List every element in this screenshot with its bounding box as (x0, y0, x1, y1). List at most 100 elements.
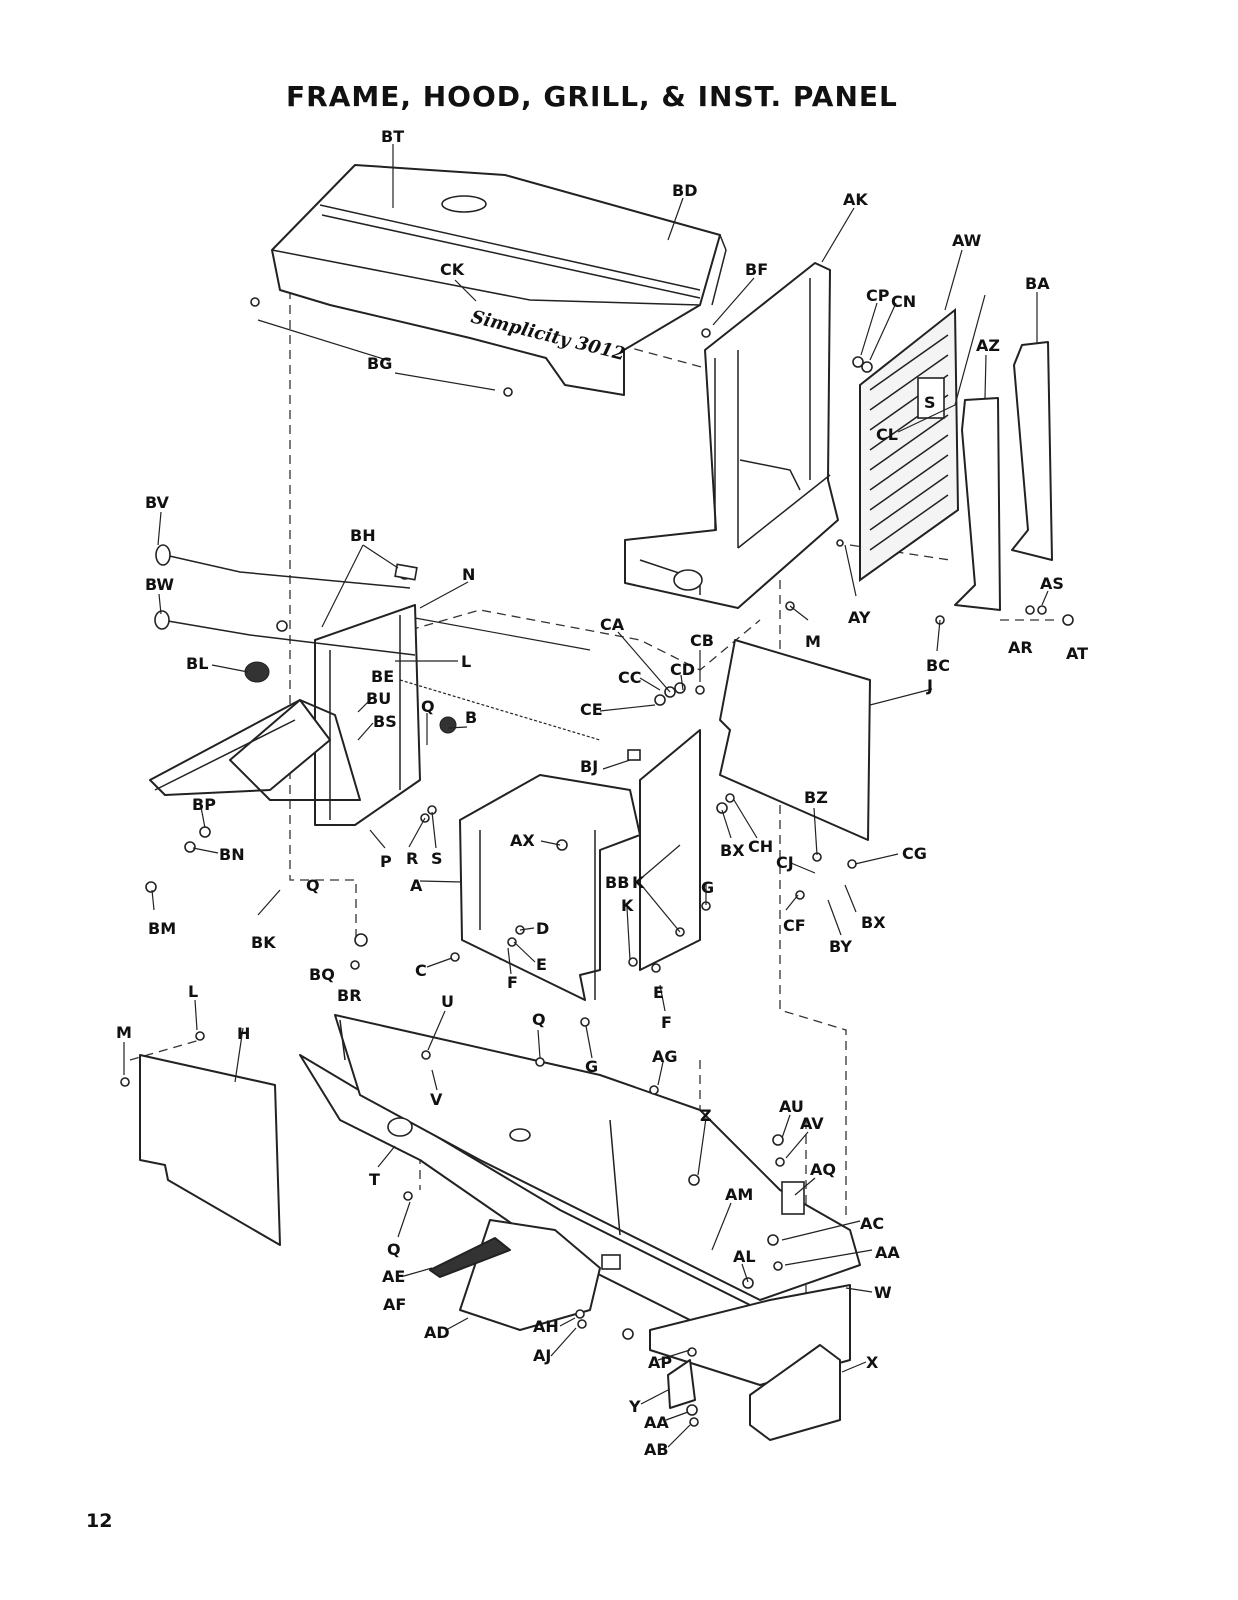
label-cg: CG (902, 844, 927, 863)
label-aa-lower: AA (644, 1413, 669, 1432)
label-p: P (380, 852, 392, 871)
label-bx-upper: BX (720, 841, 745, 860)
label-e-upper: E (536, 955, 547, 974)
label-bm: BM (148, 919, 176, 938)
label-bu: BU (366, 689, 391, 708)
label-t: T (369, 1170, 380, 1189)
grill-side-panels (954, 341, 1053, 611)
label-n: N (462, 565, 475, 584)
page-number: 12 (86, 1510, 113, 1532)
label-y: Y (628, 1397, 641, 1416)
label-cd: CD (670, 660, 695, 679)
label-aa-upper: AA (875, 1243, 900, 1262)
label-l-upper: L (461, 652, 471, 671)
label-q-mid: Q (306, 876, 320, 895)
label-g-upper: G (701, 878, 714, 897)
label-bx-lower: BX (861, 913, 886, 932)
label-r: R (406, 849, 418, 868)
label-bc: BC (926, 656, 950, 675)
label-ak: AK (843, 190, 868, 209)
label-f-upper: F (507, 973, 518, 992)
label-ac: AC (860, 1214, 884, 1233)
grill-screen: S (859, 307, 960, 582)
label-c: C (415, 961, 427, 980)
label-au: AU (779, 1097, 804, 1116)
label-aq: AQ (810, 1160, 836, 1179)
label-bt: BT (381, 127, 404, 146)
hood: Simplicity 3012 (271, 164, 727, 396)
label-am: AM (725, 1185, 753, 1204)
label-z: Z (700, 1106, 712, 1125)
label-bv: BV (145, 493, 170, 512)
label-ar: AR (1008, 638, 1033, 657)
side-panel-j (719, 639, 871, 841)
control-cables (154, 544, 601, 741)
label-q-right: Q (532, 1010, 546, 1029)
label-av: AV (800, 1114, 824, 1133)
label-a: A (410, 876, 423, 895)
label-ch: CH (748, 837, 773, 856)
label-cb: CB (690, 631, 714, 650)
label-cc: CC (618, 668, 641, 687)
front-blocks (649, 1284, 851, 1441)
label-ap: AP (648, 1353, 672, 1372)
label-aj: AJ (533, 1346, 551, 1365)
label-bs: BS (373, 712, 397, 731)
label-al: AL (733, 1247, 756, 1266)
label-x: X (866, 1353, 879, 1372)
label-af: AF (383, 1295, 406, 1314)
label-h: H (237, 1024, 250, 1043)
instrument-panel (149, 604, 421, 826)
label-bf: BF (745, 260, 768, 279)
label-cp: CP (866, 286, 890, 305)
label-m-upper: M (805, 632, 821, 651)
label-bj: BJ (580, 757, 598, 776)
label-cl: CL (876, 425, 898, 444)
label-ce: CE (580, 700, 603, 719)
label-m-lower: M (116, 1023, 132, 1042)
label-ck: CK (440, 260, 465, 279)
page-title: FRAME, HOOD, GRILL, & INST. PANEL (286, 80, 898, 113)
label-ab: AB (644, 1440, 669, 1459)
label-bw: BW (145, 575, 174, 594)
label-bk: BK (251, 933, 276, 952)
label-v: V (430, 1090, 443, 1109)
label-bl: BL (186, 654, 208, 673)
label-be: BE (371, 667, 394, 686)
label-az: AZ (976, 336, 1000, 355)
label-bn: BN (219, 845, 245, 864)
label-at: AT (1066, 644, 1088, 663)
grill-emblem: S (924, 393, 936, 412)
label-q-lower: Q (387, 1240, 401, 1259)
grill-frame (624, 262, 839, 609)
label-cf: CF (783, 916, 806, 935)
label-cj: CJ (776, 853, 794, 872)
label-e-lower: E (653, 983, 664, 1002)
label-b: B (465, 708, 477, 727)
label-j: J (926, 676, 933, 695)
label-bz: BZ (804, 788, 828, 807)
part-callout-labels: BT BD AK AW BA CK BF CP CN AZ BG CL BV B… (116, 127, 1088, 1459)
label-l-lower: L (188, 982, 198, 1001)
label-ae: AE (382, 1267, 405, 1286)
label-w: W (874, 1283, 892, 1302)
label-g-lower: G (585, 1057, 598, 1076)
dash-support (459, 729, 701, 1001)
label-q-upper: Q (421, 697, 435, 716)
label-bh: BH (350, 526, 376, 545)
label-bb: BB (605, 873, 629, 892)
label-ah: AH (533, 1317, 559, 1336)
label-k-lower: K (621, 896, 634, 915)
leader-lines (123, 144, 1049, 1448)
label-f-lower: F (661, 1013, 672, 1032)
label-as: AS (1040, 574, 1064, 593)
label-cn: CN (891, 292, 916, 311)
label-bq: BQ (309, 965, 335, 984)
label-ba: BA (1025, 274, 1050, 293)
label-k-upper: K (632, 873, 645, 892)
label-ag: AG (652, 1047, 678, 1066)
label-by: BY (829, 937, 852, 956)
label-ca: CA (600, 615, 625, 634)
